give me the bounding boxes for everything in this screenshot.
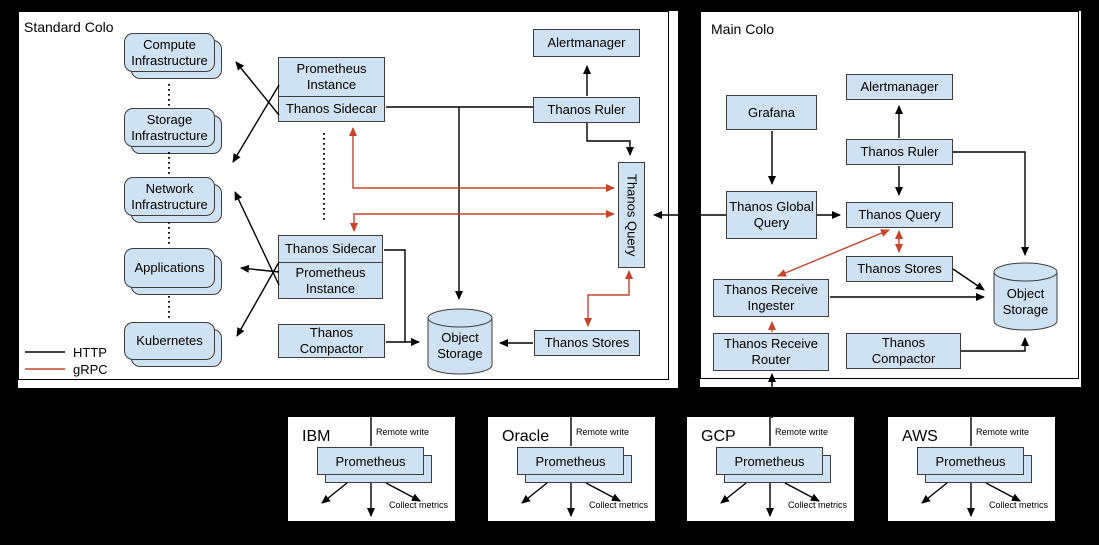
object-storage-label: Object Storage <box>1002 286 1049 318</box>
node-compute-infrastructure: Compute Infrastructure <box>124 33 222 79</box>
node-thanos-receive-router: Thanos Receive Router <box>713 333 829 371</box>
prometheus-instance-cell: Prometheus Instance <box>279 262 382 298</box>
node-prometheus-sidecar-1: Prometheus Instance Thanos Sidecar <box>278 57 385 122</box>
remote-write-label: Remote write <box>774 427 828 437</box>
cylinder-shape <box>993 262 1058 331</box>
node-network-infrastructure: Network Infrastructure <box>124 177 222 223</box>
node-main-thanos-compactor: Thanos Compactor <box>846 333 961 369</box>
node-grafana: Grafana <box>726 95 817 130</box>
node-standard-thanos-compactor: Thanos Compactor <box>278 324 385 358</box>
node-main-thanos-stores: Thanos Stores <box>846 256 953 282</box>
node-prometheus: Prometheus <box>716 447 823 475</box>
remote-write-label: Remote write <box>575 427 629 437</box>
remote-write-label: Remote write <box>975 427 1029 437</box>
collect-metrics-label: Collect metrics <box>787 500 847 510</box>
prometheus-stack: Prometheus <box>317 447 432 483</box>
node-storage-infrastructure: Storage Infrastructure <box>124 108 222 154</box>
node-applications: Applications <box>124 248 222 295</box>
node-prometheus-sidecar-2: Thanos Sidecar Prometheus Instance <box>278 235 383 299</box>
node-standard-alertmanager: Alertmanager <box>533 29 640 57</box>
collect-metrics-label: Collect metrics <box>988 500 1048 510</box>
node-standard-thanos-stores: Thanos Stores <box>534 330 640 356</box>
node-main-alertmanager: Alertmanager <box>846 74 953 100</box>
node-kubernetes: Kubernetes <box>124 322 222 367</box>
prometheus-instance-cell: Prometheus Instance <box>296 61 367 92</box>
node-prometheus: Prometheus <box>917 447 1024 475</box>
provider-panel-aws: AWS Remote write Prometheus Collect metr… <box>888 417 1055 521</box>
standard-colo-frame <box>18 11 669 380</box>
object-storage-label: Object Storage <box>437 330 483 362</box>
standard-colo-title: Standard Colo <box>24 19 114 35</box>
node-main-thanos-ruler: Thanos Ruler <box>846 139 953 165</box>
provider-name: IBM <box>302 428 331 445</box>
node-standard-thanos-query: Thanos Query <box>618 162 645 268</box>
prometheus-stack: Prometheus <box>716 447 831 483</box>
node-standard-thanos-ruler: Thanos Ruler <box>533 97 640 123</box>
legend-grpc-label: gRPC <box>73 362 108 377</box>
remote-write-label: Remote write <box>375 427 429 437</box>
node-thanos-receive-ingester: Thanos Receive Ingester <box>713 279 829 317</box>
collect-metrics-label: Collect metrics <box>388 500 448 510</box>
node-prometheus: Prometheus <box>517 447 624 475</box>
prometheus-stack: Prometheus <box>517 447 632 483</box>
object-storage-cylinder: Object Storage <box>427 308 493 376</box>
collect-metrics-label: Collect metrics <box>588 500 648 510</box>
legend-http-label: HTTP <box>73 345 107 360</box>
provider-panel-oracle: Oracle Remote write Prometheus Collect m… <box>488 417 655 521</box>
prometheus-stack: Prometheus <box>917 447 1032 483</box>
thanos-sidecar-cell: Thanos Sidecar <box>279 96 384 121</box>
provider-name: Oracle <box>502 428 550 445</box>
node-main-thanos-query: Thanos Query <box>846 202 953 228</box>
provider-panel-gcp: GCP Remote write Prometheus Collect metr… <box>687 417 854 521</box>
node-thanos-global-query: Thanos Global Query <box>726 191 817 239</box>
thanos-sidecar-cell: Thanos Sidecar <box>284 241 377 257</box>
provider-panel-ibm: IBM Remote write Prometheus Collect metr… <box>288 417 455 521</box>
provider-name: AWS <box>902 428 938 445</box>
main-colo-frame <box>700 11 1079 379</box>
provider-name: GCP <box>701 428 736 445</box>
object-storage-cylinder: Object Storage <box>993 262 1058 332</box>
cylinder-shape <box>427 308 493 375</box>
node-prometheus: Prometheus <box>317 447 424 475</box>
main-colo-title: Main Colo <box>711 21 775 37</box>
